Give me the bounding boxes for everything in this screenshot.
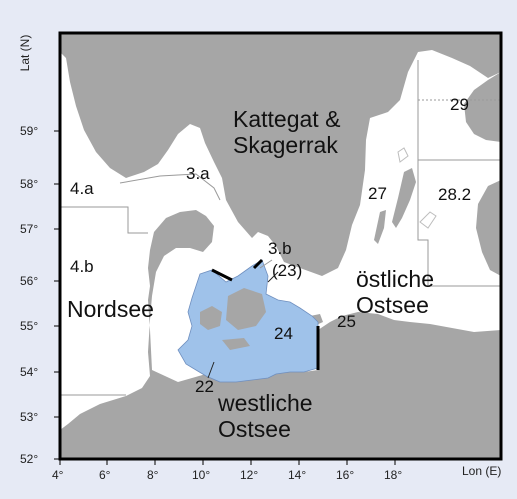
sea-name-westliche-line1: westliche — [218, 390, 313, 416]
sea-name-nordsee: Nordsee — [67, 296, 154, 322]
island-fringe — [419, 211, 437, 229]
y-tick-label: 56° — [20, 274, 39, 288]
x-tick-label: 4° — [52, 468, 64, 482]
y-tick-label: 54° — [20, 365, 39, 379]
area-label-25: 25 — [337, 312, 356, 331]
area-label-4a: 4.a — [70, 179, 94, 198]
area-label-28-2: 28.2 — [438, 185, 472, 204]
x-tick-label: 8° — [147, 468, 159, 482]
land-scandinavia — [60, 33, 501, 276]
map-frame — [58, 31, 503, 461]
sea-name-kattegat-line2: Skagerrak — [233, 132, 338, 158]
land-latvia-lithuania — [476, 180, 501, 276]
x-tick-label: 10° — [192, 468, 211, 482]
label-22-leader — [207, 361, 215, 379]
sea-name-oestliche-line1: östliche — [356, 266, 434, 292]
area-label-22: 22 — [195, 377, 214, 396]
y-axis-title: Lat (N) — [18, 34, 32, 72]
y-tick-label: 52° — [20, 452, 39, 466]
land-continent — [60, 210, 501, 459]
y-tick-label: 55° — [20, 319, 39, 333]
x-tick-label: 12° — [240, 468, 259, 482]
island-gotland — [392, 168, 416, 228]
area-label-24: 24 — [274, 324, 293, 343]
x-tick-label: 16° — [336, 468, 355, 482]
area-label-4b: 4.b — [70, 257, 94, 276]
x-tick-label: 18° — [384, 468, 403, 482]
land-east-coast — [464, 72, 501, 142]
bold-boundaries — [211, 258, 320, 370]
y-tick-label: 53° — [20, 410, 39, 424]
x-tick-label: 14° — [288, 468, 307, 482]
x-tick-label: 6° — [99, 468, 111, 482]
island-oland — [374, 210, 386, 244]
area-label-3b: 3.b — [268, 239, 292, 258]
dotted-boundaries — [417, 99, 501, 240]
y-tick-label: 57° — [20, 222, 39, 236]
island-lolland — [222, 338, 250, 350]
island-gotska — [397, 147, 409, 163]
sea-name-oestliche-line2: Ostsee — [356, 292, 429, 318]
area-label-27: 27 — [368, 184, 387, 203]
area-label-3a: 3.a — [186, 164, 210, 183]
area-label-29: 29 — [450, 95, 469, 114]
y-tick-label: 59° — [20, 124, 39, 138]
sea-name-kattegat-line1: Kattegat & — [233, 106, 341, 132]
sea-name-westliche-line2: Ostsee — [218, 416, 291, 442]
area-label-23: (23) — [272, 261, 303, 280]
island-zealand — [226, 288, 266, 330]
tick-marks — [54, 130, 396, 465]
x-axis-title: Lon (E) — [462, 464, 502, 478]
island-funen — [200, 306, 222, 330]
label-3b-leader — [267, 271, 279, 283]
y-tick-label: 58° — [20, 177, 39, 191]
